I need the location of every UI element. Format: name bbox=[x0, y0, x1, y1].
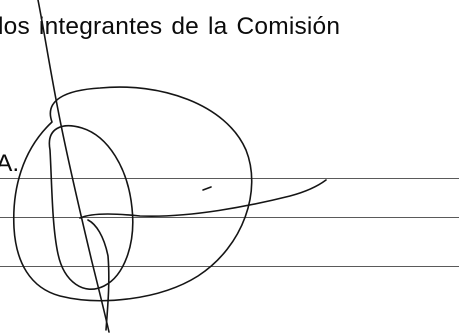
form-rule-line bbox=[0, 217, 459, 218]
signature-inner-loop bbox=[48, 125, 134, 291]
form-rule-line bbox=[0, 178, 459, 179]
truncated-text-fragment: A. bbox=[0, 150, 20, 177]
signature-hook-stroke bbox=[87, 219, 110, 331]
signature-swoosh-stroke bbox=[79, 179, 327, 219]
signature-large-loop bbox=[12, 86, 253, 302]
signature-dash-mark bbox=[202, 186, 212, 191]
paragraph-text-line: los integrantes de la Comisión bbox=[0, 13, 341, 40]
form-rule-line bbox=[0, 266, 459, 267]
